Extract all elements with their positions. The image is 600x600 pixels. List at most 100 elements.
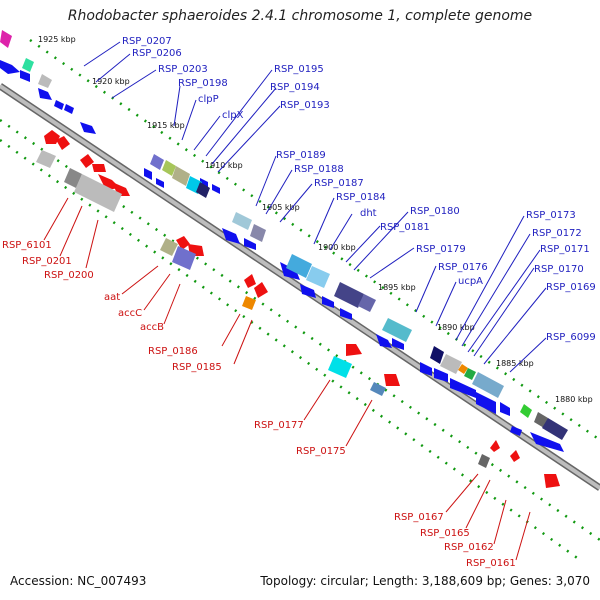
feature-block (0, 30, 12, 48)
feature-block (162, 160, 176, 176)
reverse-gene (490, 440, 500, 452)
reverse-gene (384, 374, 400, 386)
feature-block (22, 58, 34, 72)
gene-label: accB (140, 322, 164, 333)
gene-label: RSP_6101 (2, 240, 52, 251)
scale-label: 1915 kbp (147, 121, 185, 130)
feature-block (172, 166, 190, 186)
reverse-gene (544, 474, 560, 488)
feature-block (74, 174, 122, 212)
forward-gene (510, 426, 522, 436)
gene-label: accC (118, 308, 142, 319)
gene-label: dht (360, 208, 377, 219)
feature-block (196, 182, 210, 198)
gene-label: RSP_0187 (314, 178, 364, 189)
tick-guides (0, 38, 600, 562)
scale-label: 1905 kbp (262, 203, 300, 212)
gene-label: RSP_0194 (270, 82, 320, 93)
forward-gene (392, 338, 404, 350)
gene-label: RSP_0207 (122, 36, 172, 47)
feature-block (478, 454, 490, 468)
reverse-gene (254, 282, 268, 298)
feature-block (358, 294, 376, 312)
gene-label: clpX (222, 110, 244, 121)
reverse-gene (92, 164, 106, 172)
gene-label: RSP_0186 (148, 346, 198, 357)
gene-label: RSP_0180 (410, 206, 460, 217)
forward-gene (420, 362, 432, 376)
feature-block (242, 296, 256, 310)
gene-label: RSP_6099 (546, 332, 596, 343)
gene-label: RSP_0201 (22, 256, 72, 267)
feature-block (36, 150, 56, 168)
reverse-gene (346, 344, 362, 356)
feature-block (150, 154, 164, 170)
gene-label: RSP_0195 (274, 64, 324, 75)
feature-block (464, 368, 476, 380)
gene-label: RSP_0171 (540, 244, 590, 255)
forward-gene (54, 100, 64, 110)
scale-label: 1900 kbp (318, 243, 356, 252)
feature-block (472, 372, 504, 398)
forward-gene (500, 402, 510, 416)
feature-block (286, 254, 312, 278)
gene-label: RSP_0167 (394, 512, 444, 523)
forward-gene (340, 308, 352, 320)
forward-gene (144, 168, 152, 180)
forward-gene (530, 432, 564, 452)
forward-gene (322, 296, 334, 308)
forward-features (0, 30, 568, 440)
feature-block (334, 282, 364, 308)
feature-block (250, 224, 266, 242)
scale-label: 1895 kbp (378, 283, 416, 292)
feature-block (440, 354, 462, 374)
forward-gene (20, 70, 30, 82)
feature-block (232, 212, 252, 230)
reverse-gene (44, 130, 60, 144)
feature-block (328, 356, 352, 378)
reverse-genes (44, 130, 560, 488)
scale-label: 1885 kbp (496, 359, 534, 368)
feature-block (38, 74, 52, 88)
forward-gene (280, 262, 300, 280)
reverse-gene (510, 450, 520, 462)
feature-block (458, 364, 468, 374)
feature-block (160, 238, 178, 256)
bottom-gene-labels: RSP_6101 RSP_0201 RSP_0200 aat accC accB… (2, 240, 516, 569)
gene-label: RSP_0200 (44, 270, 94, 281)
gene-label: RSP_0179 (416, 244, 466, 255)
top-gene-labels: RSP_0207 RSP_0206 RSP_0203 RSP_0198 clpP… (122, 36, 596, 343)
gene-label: RSP_0175 (296, 446, 346, 457)
bottom-leader-lines (43, 197, 531, 561)
feature-block (306, 266, 330, 288)
gene-label: RSP_0188 (294, 164, 344, 175)
gene-label: RSP_0193 (280, 100, 330, 111)
gene-label: RSP_0165 (420, 528, 470, 539)
feature-block (430, 346, 444, 364)
gene-label: clpP (198, 94, 219, 105)
gene-label: RSP_0173 (526, 210, 576, 221)
scale-label: 1920 kbp (92, 77, 130, 86)
gene-label: RSP_0203 (158, 64, 208, 75)
gene-label: RSP_0161 (466, 558, 516, 569)
scale-label: 1890 kbp (437, 323, 475, 332)
gene-label: RSP_0189 (276, 150, 326, 161)
forward-gene (200, 178, 208, 188)
forward-gene (80, 122, 96, 134)
reverse-gene (176, 236, 190, 250)
map-title: Rhodobacter sphaeroides 2.4.1 chromosome… (67, 8, 533, 24)
reverse-gene (56, 136, 70, 150)
forward-gene (0, 60, 20, 74)
gene-label: RSP_0206 (132, 48, 182, 59)
forward-gene (38, 88, 52, 100)
gene-label: aat (104, 292, 120, 303)
forward-gene (244, 238, 256, 250)
feature-block (370, 382, 386, 396)
forward-gene (156, 178, 164, 188)
gene-label: RSP_0181 (380, 222, 430, 233)
scale-label: 1880 kbp (555, 395, 593, 404)
feature-block (64, 168, 82, 188)
reverse-gene (244, 274, 256, 288)
genome-summary: Topology: circular; Length: 3,188,609 bp… (260, 574, 590, 588)
